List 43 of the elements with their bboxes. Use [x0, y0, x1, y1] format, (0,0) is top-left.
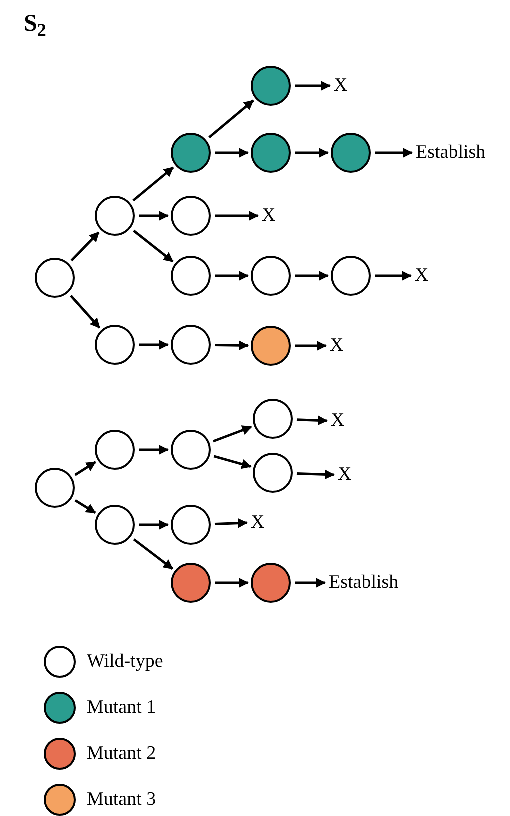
outcome-label: X: [330, 334, 344, 358]
arrow: [139, 211, 169, 221]
outcome-label: X: [415, 264, 429, 288]
legend-label: Mutant 3: [87, 788, 156, 812]
arrow: [214, 518, 248, 528]
arrow: [215, 148, 249, 158]
arrow: [295, 148, 329, 158]
arrow: [208, 100, 254, 139]
arrow: [139, 340, 169, 350]
outcome-label: X: [334, 74, 348, 98]
arrow: [214, 340, 249, 351]
outcome-label: X: [251, 511, 265, 535]
title: S$_{2}$: [24, 12, 46, 36]
arrow: [70, 295, 101, 329]
legend-label: Mutant 1: [87, 696, 156, 720]
outcome-label: Establish: [329, 571, 399, 595]
arrow: [133, 538, 174, 570]
arrow: [375, 148, 413, 158]
arrow: [215, 578, 249, 588]
arrow: [132, 166, 174, 202]
arrow: [296, 470, 335, 480]
arrow: [70, 232, 100, 262]
arrow: [295, 578, 326, 588]
arrow: [296, 416, 328, 426]
arrow: [133, 230, 174, 263]
outcome-label: Establish: [416, 141, 486, 165]
arrow: [139, 520, 169, 530]
arrow: [215, 271, 249, 281]
outcome-label: X: [338, 463, 352, 487]
legend-label: Mutant 2: [87, 742, 156, 766]
outcome-label: X: [331, 409, 345, 433]
arrow: [74, 500, 96, 514]
legend-label: Wild-type: [87, 650, 164, 674]
arrow: [295, 341, 327, 351]
arrow: [139, 445, 169, 455]
arrow: [375, 271, 412, 281]
outcome-label: X: [262, 204, 276, 228]
arrow: [74, 461, 96, 476]
arrow: [295, 81, 331, 91]
arrow: [215, 211, 259, 221]
arrow: [213, 426, 252, 443]
arrow: [214, 455, 252, 470]
arrow: [295, 271, 329, 281]
